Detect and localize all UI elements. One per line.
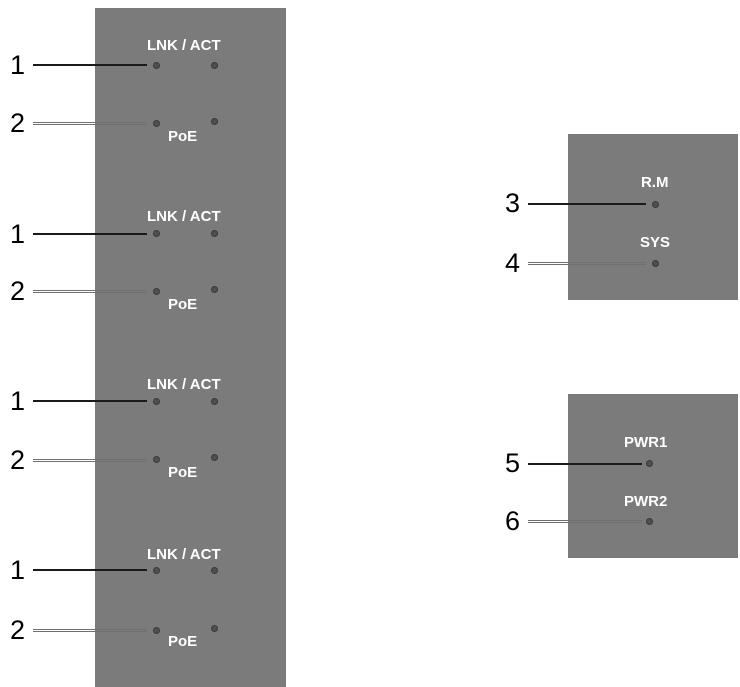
callout-number: 4 <box>505 248 521 278</box>
callout-number: 2 <box>10 276 26 306</box>
poe-label: PoE <box>168 296 198 313</box>
lnk-led-right <box>211 567 218 574</box>
poe-label: PoE <box>168 633 198 650</box>
poe-label: PoE <box>168 464 198 481</box>
callout-number: 2 <box>10 108 26 138</box>
poe-led-left <box>153 627 160 634</box>
callout-line <box>33 629 147 632</box>
poe-led-right <box>211 118 218 125</box>
lnk-led-right <box>211 62 218 69</box>
sys-led <box>652 260 659 267</box>
poe-led-left <box>153 456 160 463</box>
callout-number: 5 <box>505 448 521 478</box>
poe-led-left <box>153 288 160 295</box>
pwr1-led <box>646 460 653 467</box>
lnk-led-left <box>153 567 160 574</box>
poe-led-right <box>211 454 218 461</box>
system-led-panel <box>568 134 738 300</box>
lnk-led-left <box>153 62 160 69</box>
callout-number: 3 <box>505 188 521 218</box>
callout-line <box>528 262 646 265</box>
poe-led-right <box>211 625 218 632</box>
callout-number: 6 <box>505 506 521 536</box>
lnk-act-label: LNK / ACT <box>147 546 221 563</box>
callout-line <box>33 400 147 402</box>
callout-line <box>528 203 646 205</box>
callout-line <box>33 459 147 462</box>
poe-led-left <box>153 120 160 127</box>
callout-line <box>33 64 147 66</box>
sys-label: SYS <box>640 234 671 251</box>
callout-number: 1 <box>10 386 26 416</box>
poe-label: PoE <box>168 128 198 145</box>
callout-number: 1 <box>10 219 26 249</box>
lnk-act-label: LNK / ACT <box>147 37 221 54</box>
pwr2-label: PWR2 <box>624 493 668 510</box>
callout-number: 2 <box>10 615 26 645</box>
lnk-led-right <box>211 398 218 405</box>
callout-line <box>33 233 147 235</box>
callout-number: 1 <box>10 50 26 80</box>
port-led-panel <box>95 8 286 687</box>
lnk-act-label: LNK / ACT <box>147 208 221 225</box>
lnk-led-right <box>211 230 218 237</box>
pwr2-led <box>646 518 653 525</box>
callout-line <box>33 569 147 571</box>
callout-line <box>33 122 147 125</box>
callout-line <box>528 463 642 465</box>
rm-led <box>652 201 659 208</box>
rm-label: R.M <box>641 174 669 191</box>
lnk-led-left <box>153 398 160 405</box>
callout-number: 2 <box>10 445 26 475</box>
power-led-panel <box>568 394 738 558</box>
callout-number: 1 <box>10 555 26 585</box>
pwr1-label: PWR1 <box>624 434 668 451</box>
callout-line <box>528 520 642 523</box>
poe-led-right <box>211 286 218 293</box>
callout-line <box>33 290 147 293</box>
lnk-act-label: LNK / ACT <box>147 376 221 393</box>
lnk-led-left <box>153 230 160 237</box>
